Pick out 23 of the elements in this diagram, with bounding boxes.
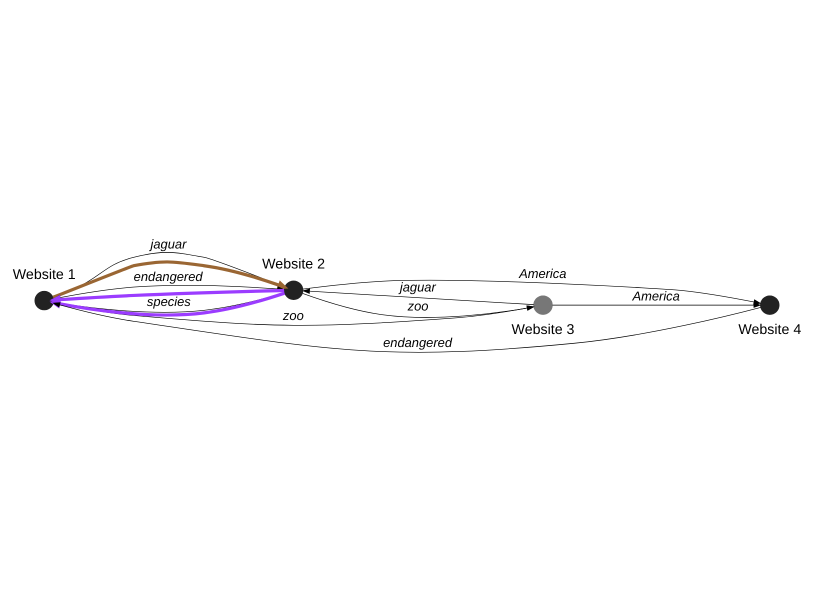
arrow [552, 302, 762, 308]
node-circle [284, 280, 304, 300]
edge-label: jaguar [150, 236, 186, 252]
node-label: Website 4 [738, 322, 802, 338]
edge-label: America [632, 288, 680, 304]
node-circle [760, 295, 780, 315]
edge-label: endangered [134, 269, 203, 284]
node-label: Website 1 [12, 267, 76, 284]
node-circle [533, 295, 553, 315]
arrow [52, 260, 288, 299]
node-circle [34, 290, 54, 310]
arrow [52, 302, 761, 353]
arrow [302, 293, 535, 318]
edge-label: endangered [383, 335, 452, 350]
edge-label: jaguar [400, 280, 436, 295]
node-label: Website 2 [262, 256, 326, 273]
edge-label: America [519, 266, 566, 281]
edge-label: zoo [408, 298, 428, 314]
edge-label: zoo [282, 308, 304, 323]
arrow [302, 288, 534, 305]
node-label: Website 3 [512, 322, 574, 338]
arrow [53, 302, 535, 326]
edge-label: species [146, 294, 191, 309]
